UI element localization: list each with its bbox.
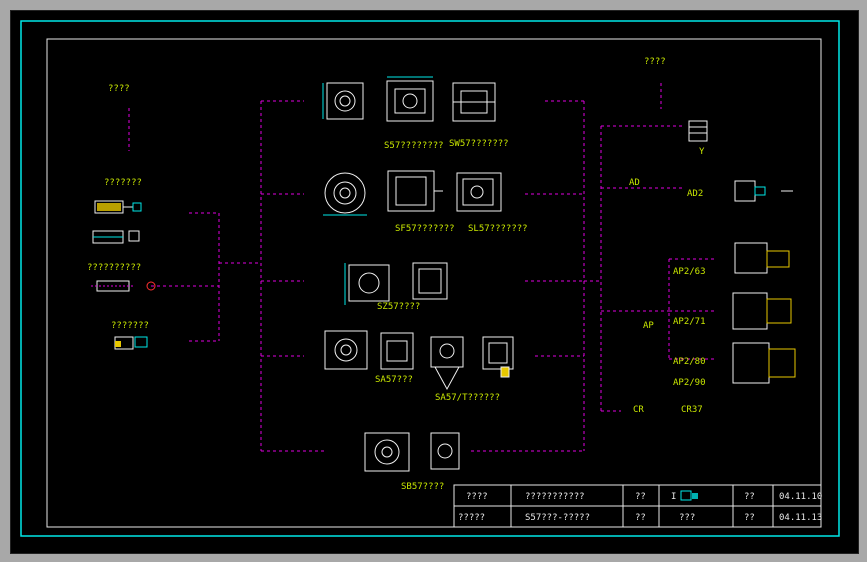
tb-r1c3: ?? (635, 492, 646, 502)
signature-icon: I (671, 490, 698, 502)
label-y: Y (699, 147, 705, 157)
right-parts-group (688, 120, 796, 384)
label-sw57: SW57??????? (449, 139, 509, 149)
label-ap90: AP2/90 (673, 378, 706, 388)
tb-r2c4: ??? (679, 513, 695, 523)
s57-view-a (322, 82, 364, 120)
sf57-view-b (387, 170, 443, 212)
inner-border (46, 38, 822, 528)
sz57-view-a (344, 263, 390, 305)
outer-border (20, 20, 840, 537)
sz57-view-b (412, 262, 448, 300)
label-ap80: AP2/80 (673, 357, 706, 367)
sl57-view (456, 172, 502, 212)
center-parts-group (322, 76, 514, 472)
tb-r1c1: ???? (466, 492, 488, 502)
right-group-title: ???? (644, 57, 666, 67)
svg-text:I: I (671, 492, 676, 502)
y-part (688, 120, 708, 142)
tb-r2c5: ?? (744, 513, 755, 523)
sb57-view-b (430, 432, 460, 470)
label-sb57: SB57???? (401, 482, 444, 492)
sa57t-view (430, 336, 464, 391)
cad-drawing-canvas: ???? ??????? ?????????? ??????? S57?????… (20, 20, 840, 537)
left-label-2: ?????????? (87, 263, 141, 273)
title-block: ???? ??????????? ?? I ?? 04.11.10 ????? … (453, 484, 822, 528)
tb-r2c6: 04.11.13 (779, 513, 822, 523)
label-sl57: SL57??????? (468, 224, 528, 234)
label-s57: S57???????? (384, 141, 444, 151)
connector-lines (128, 83, 716, 452)
label-ad: AD (629, 178, 640, 188)
label-ap63: AP2/63 (673, 267, 706, 277)
left-parts-group (91, 200, 156, 350)
label-sz57: SZ57???? (377, 302, 420, 312)
label-cr37: CR37 (681, 405, 703, 415)
tb-r1c6: 04.11.10 (779, 492, 822, 502)
sa57-view-a (324, 330, 368, 370)
left-group-title: ???? (108, 84, 130, 94)
tb-r2c1: ????? (458, 513, 485, 523)
sa57t-view-b (482, 336, 514, 378)
label-ap71: AP2/71 (673, 317, 706, 327)
label-sa57: SA57??? (375, 375, 413, 385)
drawing-frame: ???? ??????? ?????????? ??????? S57?????… (10, 10, 859, 554)
ap80-part (732, 342, 796, 384)
ap63-part (734, 242, 790, 274)
s57-view-b (386, 76, 434, 122)
tb-r2c3: ?? (635, 513, 646, 523)
label-ap: AP (643, 321, 654, 331)
tb-r1c2: ??????????? (525, 492, 585, 502)
sf57-view-a (323, 172, 367, 216)
left-label-1: ??????? (104, 178, 142, 188)
sa57-view-b (380, 332, 414, 370)
tb-r1c5: ?? (744, 492, 755, 502)
sw57-view (452, 82, 496, 122)
ap71-part (732, 292, 792, 330)
left-label-3: ??????? (111, 321, 149, 331)
label-ad2: AD2 (687, 189, 703, 199)
label-sa57t: SA57/T?????? (435, 393, 500, 403)
ad2-part (734, 180, 793, 202)
tb-r2c2: S57???-????? (525, 513, 590, 523)
sb57-view-a (364, 432, 410, 472)
label-sf57: SF57??????? (395, 224, 455, 234)
label-cr: CR (633, 405, 644, 415)
